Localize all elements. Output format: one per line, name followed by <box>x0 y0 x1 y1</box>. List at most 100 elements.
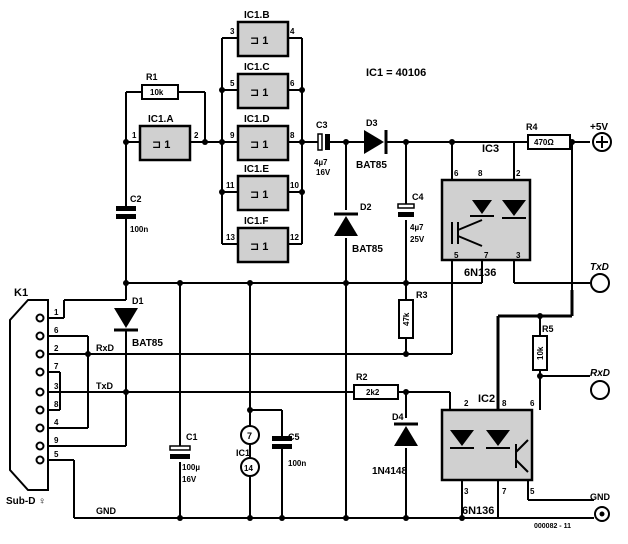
gnd-signal-label: GND <box>96 506 117 516</box>
gate-pin-in: 1 <box>132 131 137 140</box>
gate-symbol: ⊐ 1 <box>250 241 268 253</box>
ic2-pin: 3 <box>464 487 469 496</box>
connector-pin: 9 <box>54 436 59 445</box>
diode-name: D1 <box>132 296 144 306</box>
gate-pin-in: 3 <box>230 27 235 36</box>
gate-pin-in: 9 <box>230 131 235 140</box>
ic2-name: IC2 <box>478 393 495 405</box>
terminal-txd: TxD <box>590 262 610 293</box>
junction-dots <box>85 87 575 521</box>
optocoupler-ic3: IC3 6N136 6 8 2 5 7 3 <box>440 143 532 279</box>
resistor-name: R1 <box>146 72 158 82</box>
terminal-gnd-label: GND <box>590 492 611 502</box>
gate-symbol: ⊐ 1 <box>250 35 268 47</box>
connector-type: Sub-D ♀ <box>6 496 46 507</box>
gate-pin-in: 13 <box>226 233 235 242</box>
connector-pin: 7 <box>54 362 59 371</box>
capacitor-value: 100n <box>130 225 148 234</box>
diode-d4: D4 1N4148 <box>372 412 418 477</box>
terminal-rxd-label: RxD <box>590 368 610 379</box>
gate-pin-out: 12 <box>290 233 299 242</box>
ic2-pin: 6 <box>530 399 535 408</box>
resistor-value: 2k2 <box>366 388 380 397</box>
connector-pin: 1 <box>54 308 59 317</box>
ic1-pin-bottom: 14 <box>244 464 253 473</box>
resistor-value: 10k <box>150 88 164 97</box>
gate-pin-out: 10 <box>290 181 299 190</box>
resistor-name: R3 <box>416 290 428 300</box>
gate-symbol: ⊐ 1 <box>152 139 170 151</box>
capacitor-c1: C1 100µ 16V <box>169 432 200 484</box>
resistor-value: 47k <box>402 312 411 326</box>
ic2-pin: 5 <box>530 487 535 496</box>
gate-pin-out: 2 <box>194 131 199 140</box>
connector-pin: 5 <box>54 450 59 459</box>
capacitor-name: C2 <box>130 194 142 204</box>
gate-label: IC1.F <box>244 216 268 227</box>
resistor-value: 10k <box>536 346 545 360</box>
diode-d1: D1 BAT85 <box>114 296 163 349</box>
txd-signal-label: TxD <box>96 381 114 391</box>
ic3-pin: 6 <box>454 169 459 178</box>
capacitor-voltage: 16V <box>316 168 331 177</box>
connector-k1: K1 1 6 2 7 3 8 4 9 5 RxD TxD GND Sub-D ♀ <box>6 287 117 516</box>
ic2-type: 6N136 <box>462 505 494 517</box>
gate-ic1-f: IC1.F ⊐ 1 13 12 <box>226 216 299 264</box>
gate-pin-out: 8 <box>290 131 295 140</box>
gate-ic1-b: IC1.B ⊐ 1 3 4 <box>230 10 295 58</box>
connector-pin: 8 <box>54 400 59 409</box>
capacitor-name: C5 <box>288 432 300 442</box>
gate-pin-out: 4 <box>290 27 295 36</box>
diode-d2: D2 BAT85 <box>334 202 383 255</box>
ic2-pin: 7 <box>502 487 507 496</box>
capacitor-name: C4 <box>412 192 424 202</box>
gate-label: IC1.C <box>244 62 270 73</box>
capacitor-voltage: 16V <box>182 475 197 484</box>
ic3-pin: 8 <box>478 169 483 178</box>
ic1-pin-top: 7 <box>247 431 252 441</box>
capacitor-c4: C4 4µ7 25V <box>397 192 425 244</box>
terminal-rxd: RxD <box>590 368 610 400</box>
diode-type: BAT85 <box>132 338 163 349</box>
capacitor-value: 100n <box>288 459 306 468</box>
ic3-pin: 3 <box>516 251 521 260</box>
diode-name: D4 <box>392 412 404 422</box>
gate-label: IC1.E <box>244 164 269 175</box>
gate-pin-out: 6 <box>290 79 295 88</box>
ic2-pin: 8 <box>502 399 507 408</box>
terminal-vcc-label: +5V <box>590 122 608 133</box>
ic1-type-note: IC1 = 40106 <box>366 67 426 79</box>
ic3-pin: 7 <box>484 251 489 260</box>
ic3-name: IC3 <box>482 143 499 155</box>
capacitor-c5: C5 100n <box>272 432 306 468</box>
capacitor-c2: C2 100n <box>116 194 148 234</box>
connector-pin: 6 <box>54 326 59 335</box>
ic1-power-label: IC1 <box>236 448 250 458</box>
gate-symbol: ⊐ 1 <box>250 87 268 99</box>
gate-ic1-a: IC1.A ⊐ 1 1 2 <box>132 114 199 162</box>
diode-name: D2 <box>360 202 372 212</box>
diode-name: D3 <box>366 118 378 128</box>
gate-symbol: ⊐ 1 <box>250 139 268 151</box>
capacitor-c3: C3 4µ7 16V <box>314 120 331 177</box>
diode-d3: D3 BAT85 <box>356 118 406 171</box>
connector-pin: 2 <box>54 344 59 353</box>
diode-type: BAT85 <box>352 244 383 255</box>
resistor-r1: 10k R1 <box>141 72 179 100</box>
connector-pin: 3 <box>54 382 59 391</box>
gate-label: IC1.B <box>244 10 270 21</box>
rxd-signal-label: RxD <box>96 343 115 353</box>
resistor-name: R4 <box>526 122 538 132</box>
gate-ic1-c: IC1.C ⊐ 1 5 6 <box>230 62 295 110</box>
capacitor-value: 4µ7 <box>410 223 424 232</box>
capacitor-name: C1 <box>186 432 198 442</box>
connector-pin: 4 <box>54 418 59 427</box>
ic2-pin: 2 <box>464 399 469 408</box>
resistor-value: 470Ω <box>534 138 554 147</box>
ic3-pin: 2 <box>516 169 521 178</box>
gate-symbol: ⊐ 1 <box>250 189 268 201</box>
gate-pin-in: 5 <box>230 79 235 88</box>
gate-label: IC1.D <box>244 114 270 125</box>
ic3-type: 6N136 <box>464 267 496 279</box>
